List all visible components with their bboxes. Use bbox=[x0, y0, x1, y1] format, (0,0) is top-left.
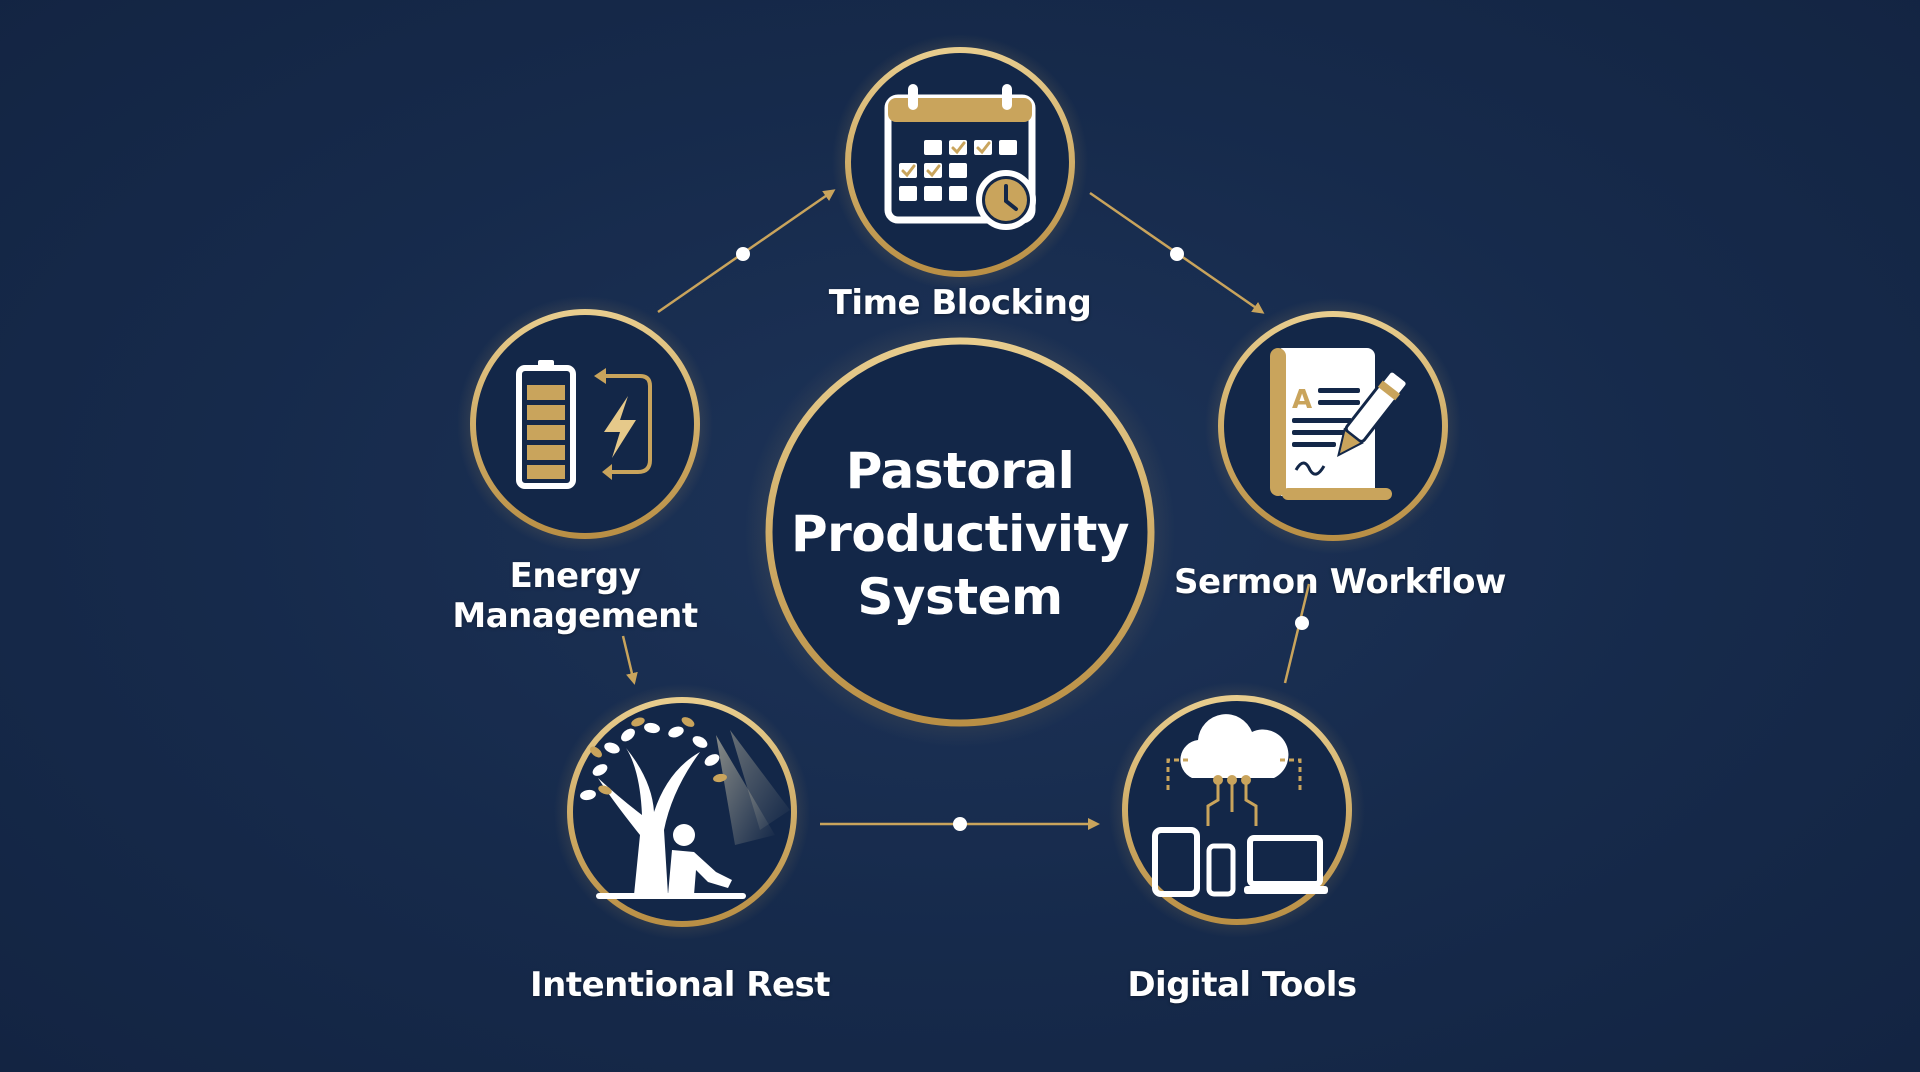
center-title: Pastoral Productivity System bbox=[760, 440, 1160, 629]
label-energy-management: Energy Management bbox=[452, 556, 698, 636]
node-intentional-rest bbox=[554, 684, 810, 940]
connectors bbox=[621, 189, 1311, 831]
node-energy-management bbox=[457, 296, 713, 552]
document-pen-icon: A bbox=[1270, 348, 1409, 500]
connector-energy-to-time bbox=[657, 189, 836, 314]
battery-recharge-icon bbox=[516, 360, 652, 489]
center-title-line-3: System bbox=[857, 568, 1063, 626]
label-digital-tools: Digital Tools bbox=[1127, 965, 1357, 1005]
cloud-devices-icon bbox=[1152, 714, 1328, 897]
label-intentional-rest: Intentional Rest bbox=[529, 965, 831, 1005]
connector-time-to-sermon bbox=[1089, 191, 1265, 314]
connector-sermon-to-digital bbox=[1283, 583, 1311, 684]
node-digital-tools bbox=[1109, 682, 1365, 938]
svg-text:A: A bbox=[1292, 385, 1312, 415]
label-sermon-workflow: Sermon Workflow bbox=[1174, 562, 1506, 602]
center-title-line-2: Productivity bbox=[791, 505, 1129, 563]
calendar-clock-icon bbox=[884, 84, 1036, 230]
tree-rest-icon bbox=[580, 717, 790, 899]
connector-energy-to-rest bbox=[621, 635, 638, 685]
center-node bbox=[745, 317, 1175, 747]
center-title-line-1: Pastoral bbox=[845, 442, 1075, 500]
node-sermon-workflow: A bbox=[1205, 298, 1461, 554]
connector-rest-to-digital bbox=[820, 817, 1100, 831]
label-time-blocking: Time Blocking bbox=[828, 283, 1092, 323]
node-time-blocking bbox=[832, 34, 1088, 290]
